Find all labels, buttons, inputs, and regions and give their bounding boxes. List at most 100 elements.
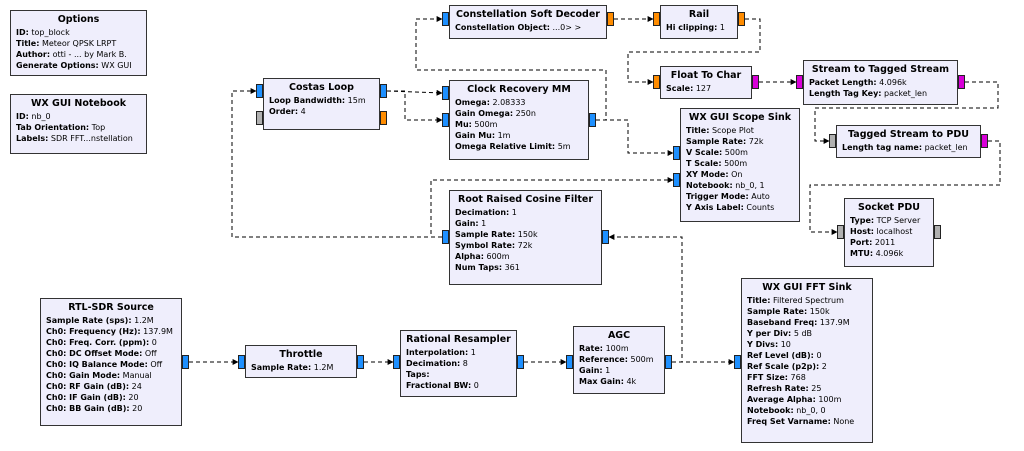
- wire-tagged-socket[interactable]: [809, 140, 1001, 235]
- param-value: packet_len: [884, 89, 928, 98]
- block-title: Clock Recovery MM: [467, 84, 571, 95]
- param-row: Packet Length: 4.096k: [809, 77, 952, 88]
- param-value: 100m: [818, 395, 842, 404]
- param-key: Y Divs:: [747, 340, 779, 349]
- tagged-to-pdu-in-port[interactable]: [981, 134, 988, 148]
- wire-stream-tagged[interactable]: [814, 81, 999, 144]
- param-key: Title:: [686, 126, 710, 135]
- costas-freq-in-port[interactable]: [256, 111, 263, 125]
- scope-in1-port[interactable]: [673, 146, 680, 160]
- param-key: XY Mode:: [686, 170, 729, 179]
- wire-clock-scope[interactable]: [596, 119, 674, 156]
- float-to-char-in-port[interactable]: [653, 75, 660, 89]
- wire-rrc-costas[interactable]: [231, 88, 442, 238]
- agc-in-port[interactable]: [566, 355, 573, 369]
- block-title: Stream to Tagged Stream: [811, 64, 950, 75]
- param-value: packet_len: [924, 143, 968, 152]
- param-row: Ch0: Gain Mode: Manual: [46, 370, 176, 381]
- constellation-out-port[interactable]: [607, 12, 614, 26]
- costas-in-port[interactable]: [256, 84, 263, 98]
- param-value: 20: [132, 404, 143, 413]
- param-key: Gain:: [579, 366, 603, 375]
- param-row: Length Tag Key: packet_len: [809, 88, 952, 99]
- param-value: 1: [719, 23, 725, 32]
- param-row: MTU: 4.096k: [850, 248, 928, 259]
- param-value: 10: [780, 340, 791, 349]
- param-row: Gain Mu: 1m: [455, 130, 583, 141]
- costas-out-port[interactable]: [380, 84, 387, 98]
- param-value: 361: [504, 263, 520, 272]
- resampler-in-port[interactable]: [393, 355, 400, 369]
- wire-costas-clock-2[interactable]: [387, 90, 443, 123]
- param-value: 72k: [517, 241, 533, 250]
- param-row: Generate Options: WX GUI: [16, 60, 141, 71]
- agc-out-port[interactable]: [665, 355, 672, 369]
- stream-to-tagged-in-port[interactable]: [796, 75, 803, 89]
- socket-pdu-out-port[interactable]: [934, 225, 941, 239]
- rail-in-port[interactable]: [653, 12, 660, 26]
- param-key: Fractional BW:: [406, 381, 472, 390]
- param-value: 24: [131, 382, 142, 391]
- param-row: Notebook: nb_0, 1: [686, 180, 794, 191]
- param-key: ID:: [16, 28, 29, 37]
- param-key: Sample Rate:: [455, 230, 516, 239]
- rrc-in-port[interactable]: [442, 230, 449, 244]
- wire-agc-rrc[interactable]: [608, 234, 683, 363]
- wire-rail-float[interactable]: [627, 18, 761, 85]
- fft-in-port[interactable]: [734, 355, 741, 369]
- tagged-to-pdu-pdus-port[interactable]: [829, 134, 836, 148]
- float-to-char-out-port[interactable]: [752, 75, 759, 89]
- block-title: Constellation Soft Decoder: [456, 9, 600, 20]
- stream-to-tagged-out-port[interactable]: [958, 75, 965, 89]
- param-row: Tab Orientation: Top: [16, 122, 141, 133]
- param-value: 1.2M: [134, 316, 154, 325]
- param-key: Rate:: [579, 344, 604, 353]
- wire-rrc-scope[interactable]: [430, 177, 674, 238]
- param-row: Order: 4: [269, 106, 374, 117]
- block-title: Socket PDU: [858, 202, 920, 213]
- resampler-out-port[interactable]: [517, 355, 524, 369]
- scope-in2-port[interactable]: [673, 173, 680, 187]
- clock-in-port[interactable]: [442, 86, 449, 100]
- clock-in2-port[interactable]: [442, 113, 449, 127]
- param-key: Sample Rate:: [686, 137, 747, 146]
- param-value: Auto: [751, 192, 770, 201]
- param-row: Trigger Mode: Auto: [686, 191, 794, 202]
- block-title: WX GUI Scope Sink: [688, 112, 792, 123]
- rrc-out-port[interactable]: [602, 230, 609, 244]
- costas-frq-out-port[interactable]: [380, 111, 387, 125]
- rail-out-port[interactable]: [738, 12, 745, 26]
- param-value: 15m: [347, 96, 366, 105]
- throttle-in-port[interactable]: [238, 355, 245, 369]
- block-title: Root Raised Cosine Filter: [458, 194, 593, 205]
- param-row: Hi clipping: 1: [666, 22, 732, 33]
- throttle-out-port[interactable]: [357, 355, 364, 369]
- param-key: Loop Bandwidth:: [269, 96, 346, 105]
- rtlsdr-out-port[interactable]: [182, 355, 189, 369]
- constellation-in-port[interactable]: [442, 12, 449, 26]
- param-row: Gain: 1: [579, 365, 659, 376]
- socket-pdu-in-port[interactable]: [837, 225, 844, 239]
- clock-out-port[interactable]: [589, 113, 596, 127]
- param-value: Filtered Spectrum: [772, 296, 844, 305]
- param-row: Port: 2011: [850, 237, 928, 248]
- param-value: 20: [128, 393, 139, 402]
